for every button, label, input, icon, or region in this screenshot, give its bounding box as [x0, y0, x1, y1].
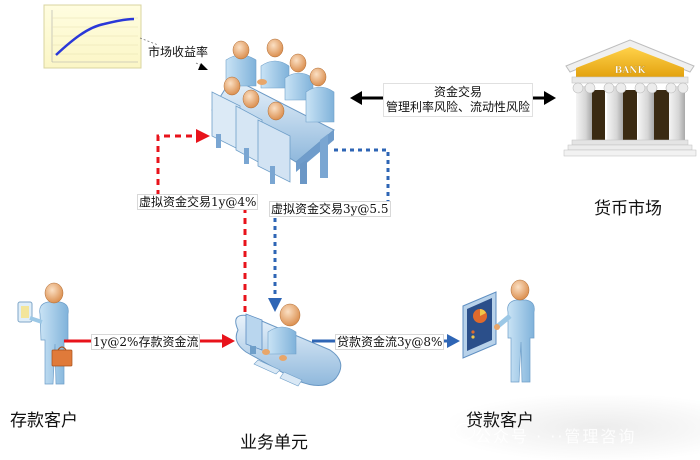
bank-sign-text: BANK: [615, 66, 647, 76]
funding-trade-label: 资金交易 管理利率风险、流动性风险: [383, 83, 534, 117]
virtual-trade-red-label: 虚拟资金交易1y@4%: [137, 194, 259, 210]
watermark-backdrop: [450, 395, 700, 460]
business-unit-caption: 业务单元: [240, 433, 308, 453]
virtual-trade-blue-line: [268, 148, 390, 312]
loan-flow-label: 贷款资金流3y@8%: [335, 334, 445, 350]
funding-trade-title: 资金交易: [434, 85, 483, 99]
virtual-trade-red-line: [156, 129, 247, 312]
funding-trade-desc: 管理利率风险、流动性风险: [386, 100, 531, 114]
deposit-customer-caption: 存款客户: [10, 411, 78, 431]
market-yield-leader-line-2: [195, 62, 205, 68]
market-yield-label: 市场收益率: [147, 45, 210, 59]
business-unit-workstation-icon: [235, 303, 342, 387]
bank-icon: BANK: [563, 39, 697, 157]
watermark-text: 公众号 · ··管理咨询: [475, 427, 637, 446]
loan-customer-icon: [462, 279, 535, 383]
treasury-meeting-icon: [211, 38, 335, 184]
virtual-trade-blue-label: 虚拟资金交易3y@5.5: [269, 201, 391, 217]
wechat-icon: [455, 423, 475, 440]
market-yield-chart-icon: [43, 4, 142, 69]
deposit-customer-icon: [17, 282, 73, 385]
deposit-flow-label: 1y@2%存款资金流: [91, 334, 201, 350]
market-yield-pointer-icon: [198, 63, 208, 70]
loan-customer-caption: 贷款客户: [466, 411, 534, 431]
money-market-caption: 货币市场: [594, 199, 662, 219]
